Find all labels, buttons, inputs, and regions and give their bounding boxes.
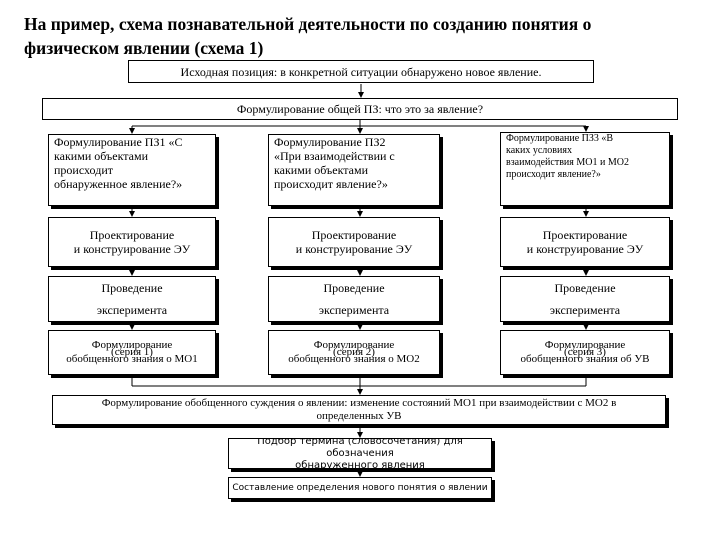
experiment-box-2: Проведение эксперимента [268, 276, 440, 322]
term-box: Подбор термина (словосочетания) для обоз… [228, 438, 492, 469]
generalization-box-2: Формулирование (серия 2) обобщенного зна… [268, 330, 440, 375]
generalization-box-1: Формулирование (серия 1) обобщенного зна… [48, 330, 216, 375]
title-bold-line-2: физическом явлении (схема 1) [24, 38, 264, 58]
design-box-2: Проектирование и конструирование ЭУ [268, 217, 440, 267]
pz1-line: обнаруженное явление?» [54, 177, 183, 191]
generalization-box-3: Формулирование (серия 3) обобщенного зна… [500, 330, 670, 375]
pz3-box: Формулирование ПЗ3 «В каких условиях вза… [500, 132, 670, 206]
pz1-line: происходит [54, 163, 113, 177]
design-line: и конструирование ЭУ [526, 242, 644, 256]
term-line: Подбор термина (словосочетания) для обоз… [257, 438, 463, 459]
title-bold-line-1: схема познавательной деятельности по соз… [118, 14, 592, 34]
generalization-series: (серия 1) [111, 346, 153, 358]
experiment-box-1: Проведение эксперимента [48, 276, 216, 322]
experiment-line: Проведение [554, 281, 616, 295]
generalization-series: (серия 2) [333, 346, 375, 358]
pz2-line: Формулирование ПЗ2 [274, 135, 386, 149]
design-box-1: Проектирование и конструирование ЭУ [48, 217, 216, 267]
experiment-box-3: Проведение эксперимента [500, 276, 670, 322]
general-problem-box: Формулирование общей ПЗ: что это за явле… [42, 98, 678, 120]
general-problem-text: Формулирование общей ПЗ: что это за явле… [236, 102, 484, 116]
page-title: На пример, схема познавательной деятельн… [24, 12, 704, 60]
design-line: и конструирование ЭУ [295, 242, 413, 256]
design-line: и конструирование ЭУ [73, 242, 191, 256]
definition-box: Составление определения нового понятия о… [228, 477, 492, 499]
pz3-line: каких условиях [506, 145, 572, 156]
term-line: обнаруженного явления [295, 459, 425, 469]
experiment-line: эксперимента [549, 303, 621, 317]
pz1-box: Формулирование ПЗ1 «С какими объектами п… [48, 134, 216, 206]
experiment-line: Проведение [323, 281, 385, 295]
generalization-series: (серия 3) [564, 346, 606, 358]
pz3-line: происходит явление?» [506, 169, 601, 180]
pz1-line: Формулирование ПЗ1 «С [54, 135, 183, 149]
generalization-line-2: обобщенного знания о МО1 [66, 353, 198, 365]
generalization-line-2: обобщенного знания о МО2 [288, 353, 420, 365]
design-line: Проектирование [542, 228, 628, 242]
design-box-3: Проектирование и конструирование ЭУ [500, 217, 670, 267]
experiment-line: эксперимента [318, 303, 390, 317]
pz2-line: какими объектами [274, 163, 368, 177]
judgement-box: Формулирование обобщенного суждения о яв… [52, 395, 666, 425]
pz3-line: взаимодействия МО1 и МО2 [506, 157, 629, 168]
initial-position-box: Исходная позиция: в конкретной ситуации … [128, 60, 594, 83]
pz2-line: происходит явление?» [274, 177, 388, 191]
experiment-line: эксперимента [96, 303, 168, 317]
pz1-line: какими объектами [54, 149, 148, 163]
design-line: Проектирование [89, 228, 175, 242]
pz3-line: Формулирование ПЗ3 «В [506, 133, 614, 144]
pz2-line: «При взаимодействии с [274, 149, 395, 163]
design-line: Проектирование [311, 228, 397, 242]
judgement-line: Формулирование обобщенного суждения о яв… [101, 397, 617, 409]
judgement-line: определенных УВ [316, 410, 402, 422]
definition-text: Составление определения нового понятия о… [232, 482, 488, 493]
title-prefix: На пример, [24, 14, 119, 34]
initial-position-text: Исходная позиция: в конкретной ситуации … [180, 64, 542, 79]
generalization-line-1: Формулирование [91, 339, 173, 351]
pz2-box: Формулирование ПЗ2 «При взаимодействии с… [268, 134, 440, 206]
experiment-line: Проведение [101, 281, 163, 295]
generalization-line-1: Формулирование [544, 339, 626, 351]
generalization-line-2: обобщенного знания об УВ [520, 353, 650, 365]
generalization-line-1: Формулирование [313, 339, 395, 351]
